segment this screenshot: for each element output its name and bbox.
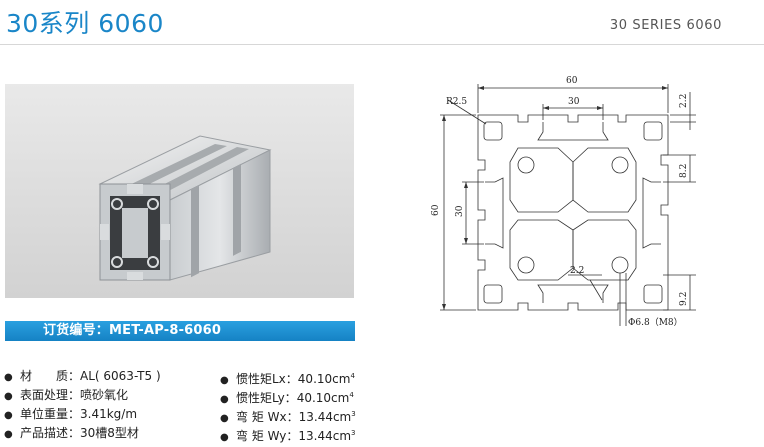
bullet-icon: ● — [220, 394, 229, 405]
spec-list-right: ●惯性矩Lx：40.10cm4 ●惯性矩Ly：40.10cm4 ●弯 矩 Wx：… — [220, 367, 356, 443]
aluminum-profile-illustration — [98, 135, 272, 281]
dim-inner-height: 30 — [455, 205, 465, 217]
dim-height: 60 — [431, 204, 441, 216]
dim-radius: R2.5 — [446, 97, 467, 107]
bullet-icon: ● — [220, 375, 229, 386]
bullet-icon: ● — [4, 372, 13, 383]
dim-wall: 2.2 — [570, 266, 584, 276]
spec-list-left: ●材 质：AL( 6063-T5 ) ●表面处理：喷砂氧化 ●单位重量：3.41… — [4, 367, 161, 443]
spec-surface: ●表面处理：喷砂氧化 — [4, 386, 161, 405]
order-number-bar: 订货编号：MET-AP-8-6060 — [5, 321, 355, 341]
profile-cross-section-drawing: 60 30 R2.5 60 30 2.2 8.2 9.2 2.2 Φ6.8（M8… — [418, 70, 708, 339]
spec-weight: ●单位重量：3.41kg/m — [4, 405, 161, 424]
dim-top-right: 2.2 — [679, 94, 689, 108]
bullet-icon: ● — [4, 429, 13, 440]
page-title: 30系列 6060 — [6, 9, 164, 38]
header-divider — [0, 44, 764, 45]
bullet-icon: ● — [4, 391, 13, 402]
bullet-icon: ● — [220, 413, 229, 424]
spec-inertia-y: ●惯性矩Ly：40.10cm4 — [220, 386, 356, 405]
spec-moment-y: ●弯 矩 Wy：13.44cm3 — [220, 424, 356, 443]
spec-inertia-x: ●惯性矩Lx：40.10cm4 — [220, 367, 356, 386]
dim-bottom-right: 9.2 — [679, 292, 689, 306]
bullet-icon: ● — [4, 410, 13, 421]
product-photo — [5, 84, 354, 298]
dim-inner-width: 30 — [568, 97, 580, 107]
spec-moment-x: ●弯 矩 Wx：13.44cm3 — [220, 405, 356, 424]
dim-hole: Φ6.8（M8） — [628, 317, 683, 328]
series-label: 30 SERIES 6060 — [609, 18, 722, 33]
spec-description: ●产品描述：30槽8型材 — [4, 424, 161, 443]
dim-width: 60 — [566, 76, 578, 86]
dim-slot-depth: 8.2 — [679, 164, 689, 178]
spec-material: ●材 质：AL( 6063-T5 ) — [4, 367, 161, 386]
bullet-icon: ● — [220, 432, 229, 443]
